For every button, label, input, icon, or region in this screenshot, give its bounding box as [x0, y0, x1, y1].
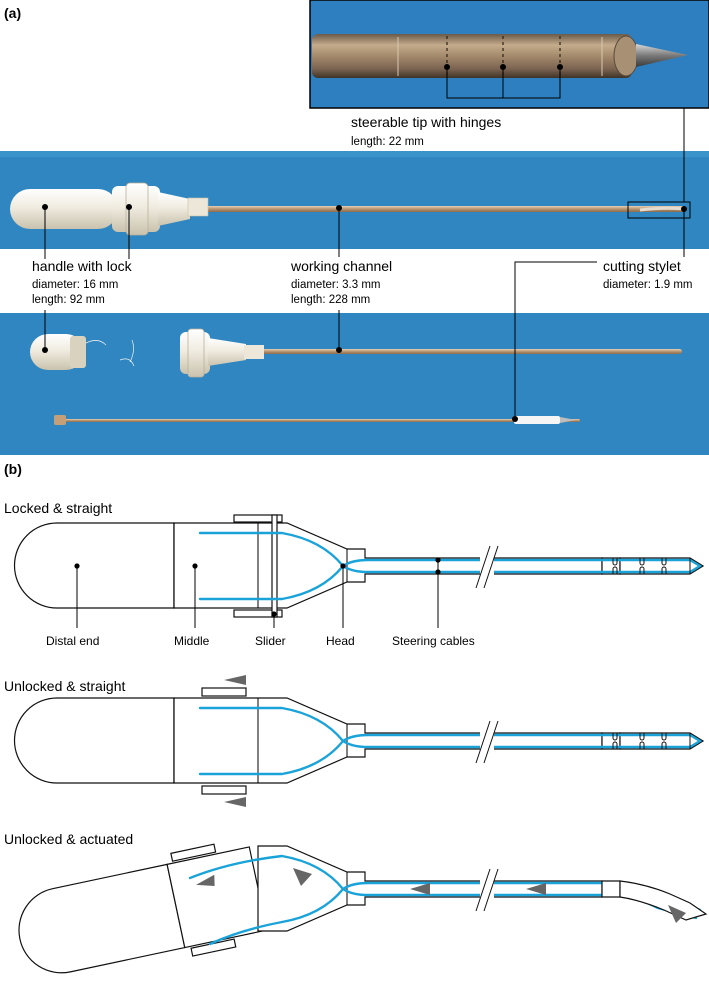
arrow-cable-head: [293, 868, 312, 886]
channel-diameter: diameter: 3.3 mm: [291, 279, 380, 291]
tip-tube-closeup: [312, 34, 632, 78]
arrow-slider-top: [224, 675, 246, 685]
label-steering-cables: Steering cables: [392, 634, 475, 648]
working-channel-tube: [205, 206, 685, 212]
tip-inset-photo: [309, 0, 709, 109]
stylet-title: cutting stylet: [603, 258, 681, 274]
state-locked-straight: Locked & straight: [4, 500, 112, 516]
instrument-body: [173, 522, 603, 609]
distal-end-shape: [13, 522, 175, 609]
slider-top-unlocked: [201, 687, 247, 697]
slider-top: [233, 514, 283, 523]
arrow-cable-tube-2: [526, 883, 546, 895]
state-unlocked-straight: Unlocked & straight: [4, 678, 126, 694]
handle-diameter: diameter: 16 mm: [32, 279, 118, 291]
locked-callouts: [74, 557, 441, 628]
handle-distal-end: [10, 189, 118, 229]
tip-title: steerable tip with hinges: [351, 114, 501, 130]
tip-hinge-callout: [444, 64, 563, 99]
diagram-unlocked-actuated: [18, 843, 708, 974]
tip-detail: length: 22 mm: [351, 136, 424, 148]
arrow-tip: [668, 905, 686, 923]
label-middle: Middle: [174, 634, 210, 648]
handle-title: handle with lock: [32, 258, 133, 274]
panel-a-label: (a): [4, 5, 21, 21]
arrow-slider-bottom: [224, 797, 246, 807]
slider-bottom-unlocked: [201, 785, 247, 795]
diagram-unlocked-straight: [13, 675, 705, 807]
tip-highlight-box: [627, 201, 691, 219]
callouts-disassembled: [42, 261, 597, 422]
label-distal-end: Distal end: [46, 634, 99, 648]
assembled-instrument-photo: [0, 151, 709, 249]
handle-length: length: 92 mm: [32, 294, 105, 306]
label-slider: Slider: [255, 634, 286, 648]
disassembled-parts-photo: [0, 313, 709, 455]
cutting-stylet-rod: [60, 419, 580, 422]
rotated-handle: [18, 843, 268, 974]
arrow-cable-middle: [195, 874, 215, 886]
callouts-assembled: [42, 204, 687, 259]
channel-title: working channel: [290, 258, 392, 274]
label-head: Head: [326, 634, 355, 648]
diagram-locked-straight: [13, 514, 705, 618]
bent-tip: [619, 880, 708, 921]
channel-length: length: 228 mm: [291, 294, 370, 306]
arrow-cable-tube-1: [410, 883, 430, 895]
panel-b-label: (b): [4, 461, 22, 477]
tip-needle: [636, 44, 688, 67]
state-unlocked-actuated: Unlocked & actuated: [4, 831, 133, 847]
slider-top-actuated: [170, 843, 217, 862]
slider-bottom: [233, 609, 283, 618]
stylet-diameter: diameter: 1.9 mm: [603, 279, 692, 291]
handle-head: [158, 192, 190, 226]
